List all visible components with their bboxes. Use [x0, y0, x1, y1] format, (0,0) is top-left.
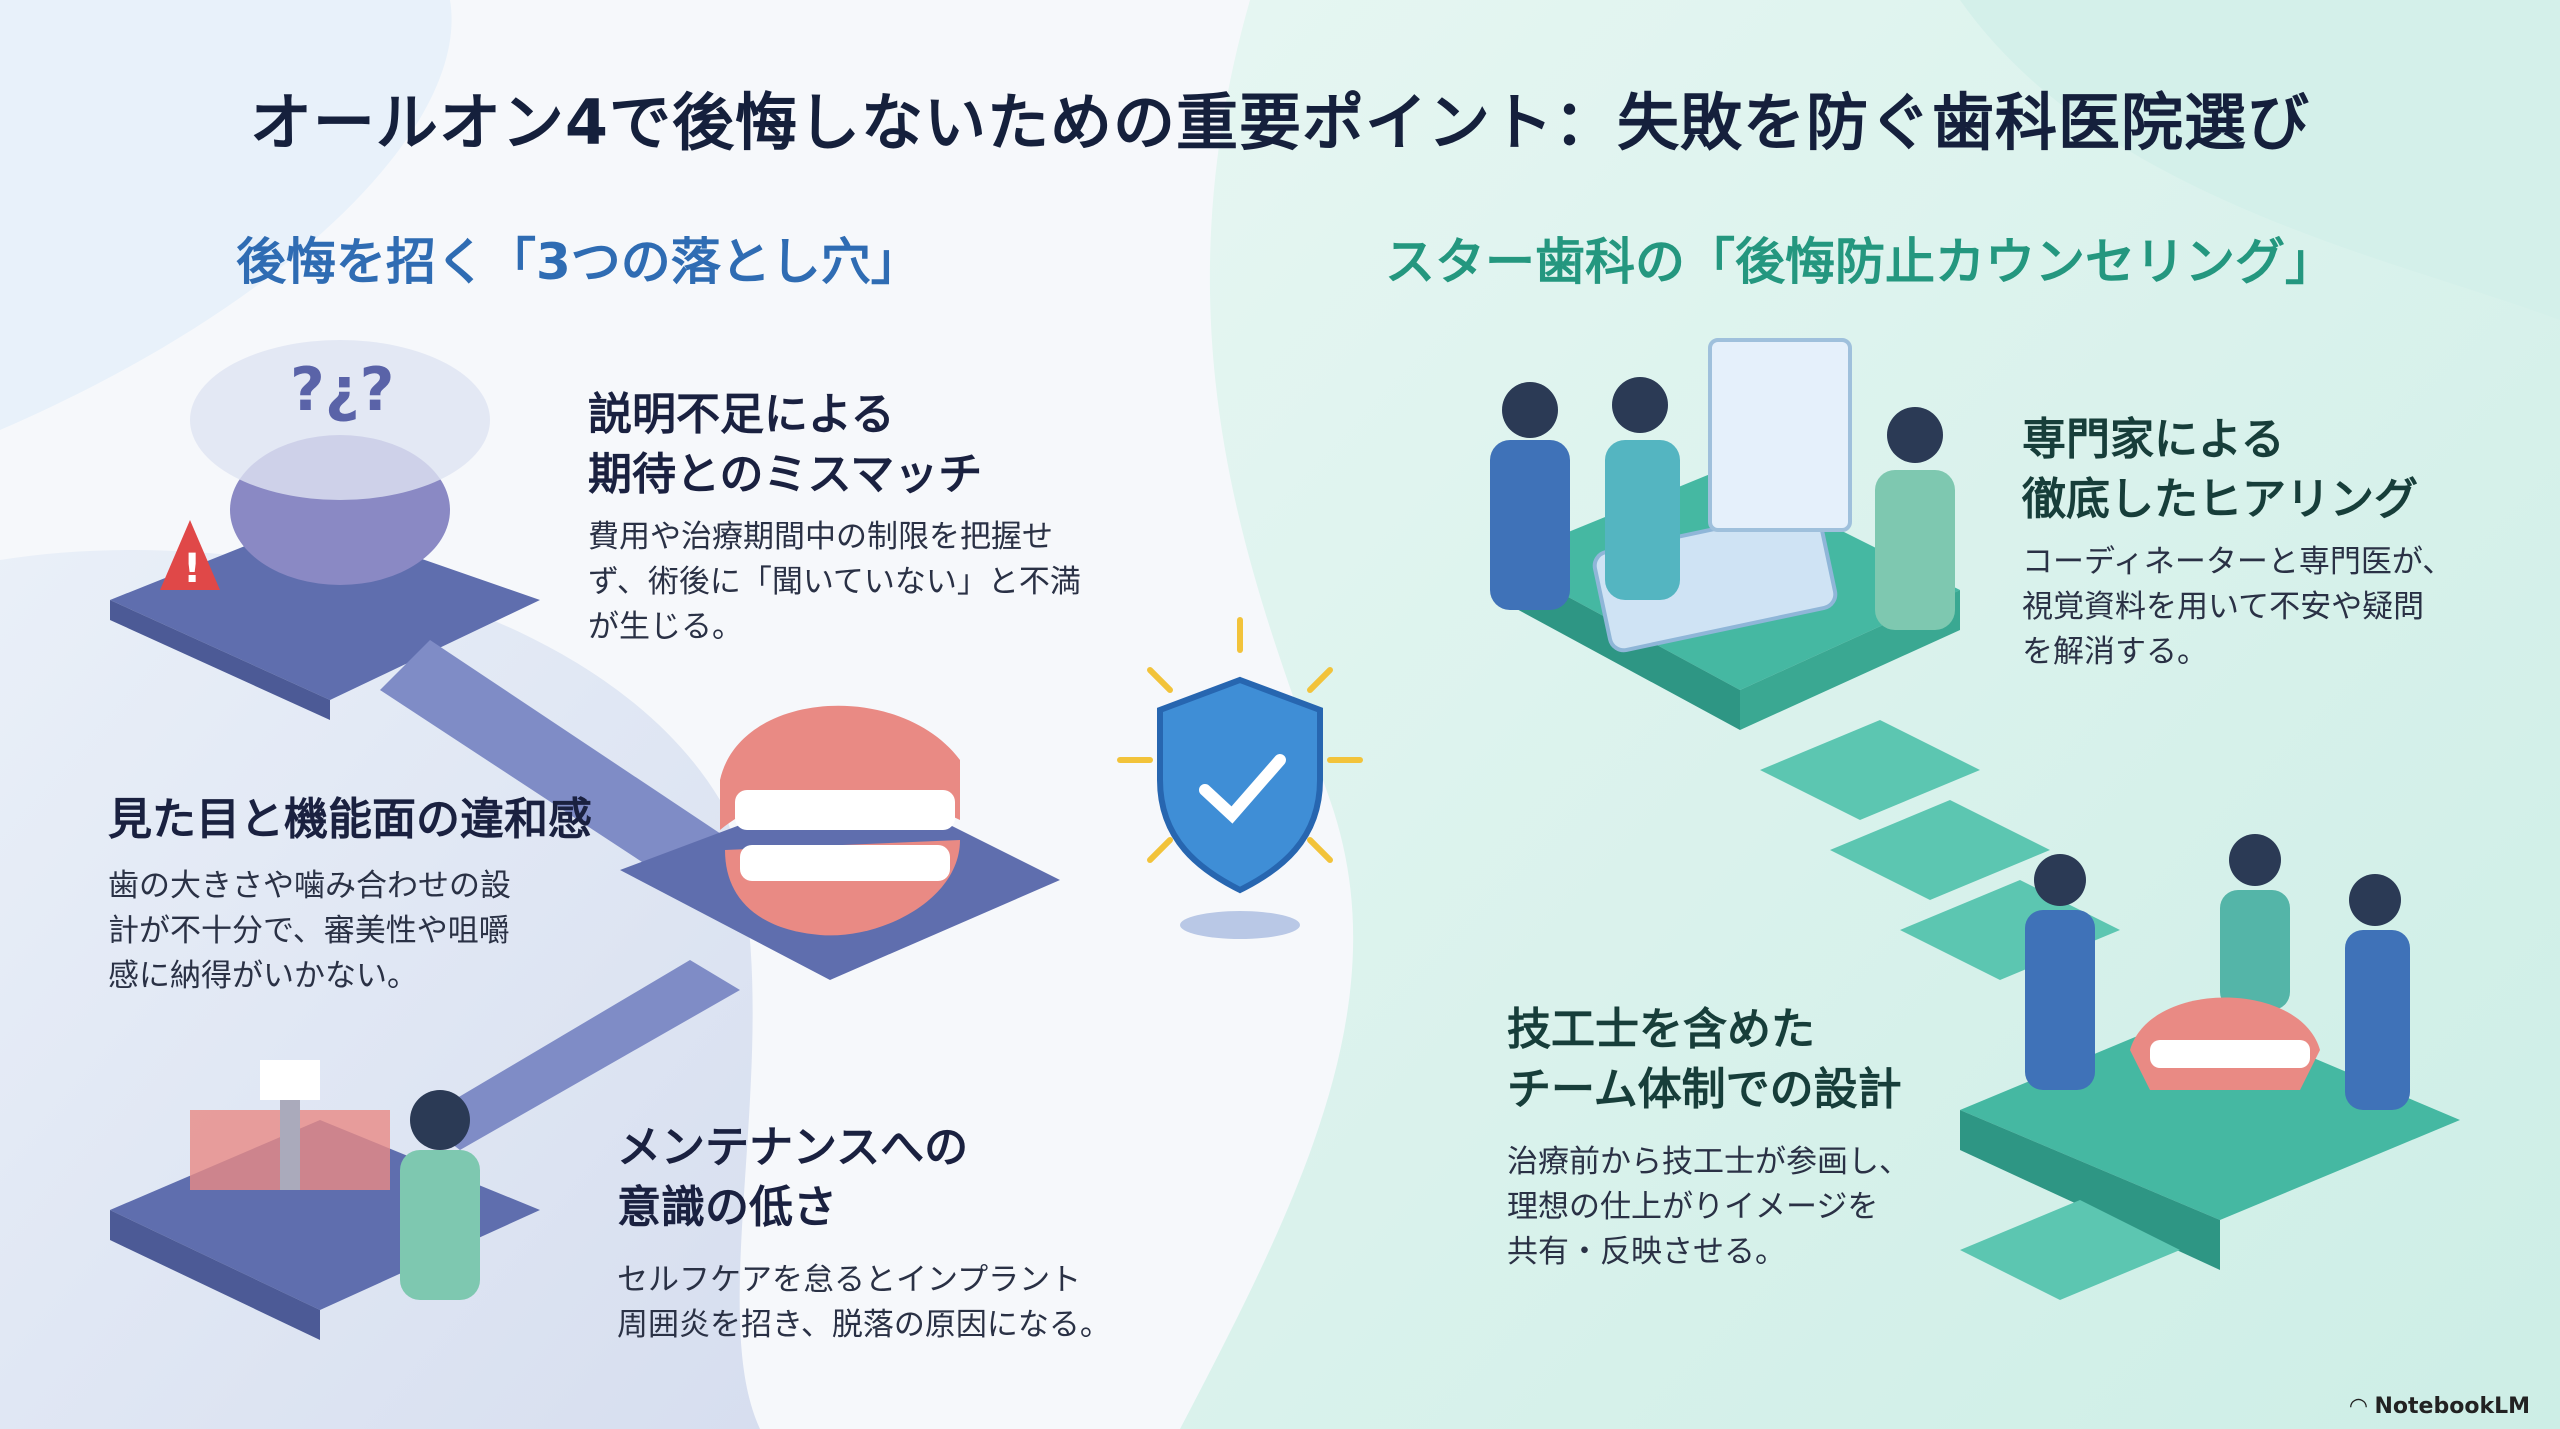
item-desc-line: を解消する。 [2022, 634, 2208, 670]
item-desc-line: セルフケアを怠るとインプラント [617, 1262, 1082, 1298]
item-desc-line: 周囲炎を招き、脱落の原因になる。 [617, 1307, 1111, 1343]
item-desc-line: 理想の仕上がりイメージを [1507, 1189, 1879, 1225]
notebooklm-watermark: ◠ NotebookLM [2350, 1394, 2530, 1419]
counseling-item-team-design: 技工士を含めたチーム体制での設計 治療前から技工士が参画し、理想の仕上がりイメー… [1507, 1000, 1910, 1275]
item-title-line: 技工士を含めた [1507, 1004, 1815, 1055]
warning-icon [160, 520, 220, 590]
item-desc-line: 視覚資料を用いて不安や疑問 [2022, 589, 2425, 625]
pitfall-item-explanation: 説明不足による期待とのミスマッチ 費用や治療期間中の制限を把握せず、術後に「聞い… [588, 385, 1081, 650]
notebooklm-logo-icon: ◠ [2349, 1394, 2375, 1419]
item-desc-line: 歯の大きさや噛み合わせの設 [108, 868, 511, 904]
watermark-text: NotebookLM [2374, 1394, 2530, 1419]
pitfall-item-maintenance: メンテナンスへの意識の低さ セルフケアを怠るとインプラント周囲炎を招き、脱落の原… [617, 1118, 1111, 1348]
item-desc-line: 計が不十分で、審美性や咀嚼 [108, 913, 510, 949]
page-title: オールオン4で後悔しないための重要ポイント：失敗を防ぐ歯科医院選び [249, 86, 2311, 159]
item-title-line: 専門家による [2022, 414, 2285, 465]
item-title-line: 意識の低さ [617, 1182, 837, 1233]
pitfalls-heading: 後悔を招く「3つの落とし穴」 [236, 233, 921, 291]
person-icon [410, 1090, 470, 1150]
counseling-heading: スター歯科の「後悔防止カウンセリング」 [1385, 233, 2335, 291]
counseling-item-hearing: 専門家による徹底したヒアリング コーディネーターと専門医が、視覚資料を用いて不安… [2022, 410, 2453, 675]
item-desc-line: 治療前から技工士が参画し、 [1507, 1144, 1910, 1180]
item-desc-line: ず、術後に「聞いていない」と不満 [588, 564, 1081, 600]
item-title-line: 徹底したヒアリング [2022, 474, 2418, 525]
svg-text:?¿?: ?¿? [290, 355, 394, 425]
item-title-line: 説明不足による [588, 389, 895, 440]
svg-text:!: ! [183, 546, 201, 592]
pitfall-item-appearance: 見た目と機能面の違和感 歯の大きさや噛み合わせの設計が不十分で、審美性や咀嚼感に… [108, 790, 592, 999]
staff-icons [1490, 377, 2410, 1110]
item-desc-line: 費用や治療期間中の制限を把握せ [588, 519, 1053, 555]
item-desc-line: が生じる。 [588, 609, 743, 645]
item-desc-line: 共有・反映させる。 [1507, 1234, 1786, 1270]
item-desc-line: コーディネーターと専門医が、 [2022, 544, 2454, 580]
item-title-line: 期待とのミスマッチ [588, 449, 983, 500]
item-title-line: メンテナンスへの [617, 1122, 969, 1173]
shield-check-icon [1117, 617, 1363, 939]
item-desc-line: 感に納得がいかない。 [108, 958, 418, 994]
denture-icon [720, 705, 960, 936]
item-title-line: 見た目と機能面の違和感 [108, 794, 592, 845]
item-title-line: チーム体制での設計 [1507, 1064, 1902, 1115]
